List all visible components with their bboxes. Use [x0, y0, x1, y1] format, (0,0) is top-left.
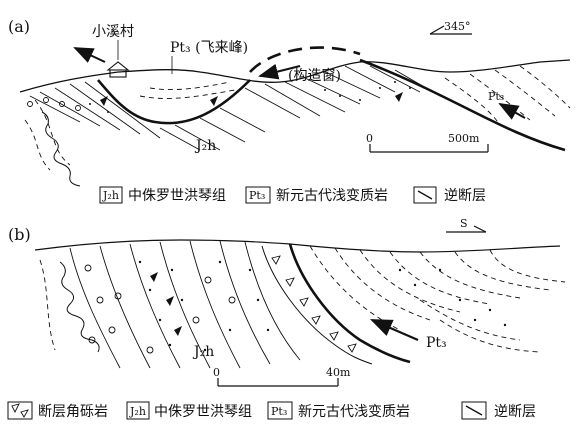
orientation-label-b: S	[460, 217, 468, 230]
thrust-teeth-a	[100, 92, 403, 106]
legend-b-fault-text: 逆断层	[494, 404, 536, 420]
thrust-teeth-b	[150, 272, 182, 336]
conglomerate-circles-b	[84, 264, 236, 354]
legend-b-breccia-icon	[7, 401, 33, 420]
pt3-label-b: Pt₃	[426, 335, 447, 351]
j2h-label-b: J₂h	[192, 344, 214, 360]
conglomerate-circles-a	[27, 97, 81, 111]
motion-arrow-fault-a	[498, 103, 526, 120]
scale-a-start: 0	[366, 132, 373, 145]
breccia-zone-boundary	[261, 245, 373, 365]
legend-a-j2h-text: 中侏罗世洪琴组	[128, 188, 226, 204]
pt3-klippe-label: Pt₃ (飞来峰)	[170, 40, 248, 56]
sandstone-dots-b	[138, 260, 507, 352]
legend-a-j2h-code: J₂h	[102, 189, 119, 202]
scale-b-start: 0	[213, 366, 220, 379]
scale-bar-a: 0 500m	[366, 132, 489, 153]
topographic-surface-b	[34, 239, 561, 253]
legend-b-pt3-text: 新元古代浅变质岩	[298, 404, 410, 420]
legend-b-j2h-code: J₂h	[129, 405, 146, 418]
unconformity-wavy-a	[41, 111, 81, 187]
breccia-triangles-b	[271, 255, 357, 353]
topographic-surface-a	[19, 59, 571, 93]
legend-a: J₂h 中侏罗世洪琴组 Pt₃ 新元古代浅变质岩 逆断层	[99, 186, 486, 204]
orientation-label-a: 345°	[444, 20, 471, 33]
village-house-icon	[106, 61, 130, 78]
scale-b-end: 40m	[326, 366, 351, 379]
scale-bar-b: 0 40m	[213, 366, 351, 387]
legend-b-breccia-text: 断层角砾岩	[38, 404, 108, 420]
legend-a-fault-text: 逆断层	[444, 188, 486, 204]
sandstone-dots-a	[89, 81, 411, 113]
panel-b: (b) S	[8, 217, 566, 387]
legend-b-j2h-text: 中侏罗世洪琴组	[154, 404, 252, 420]
j2h-label-a: J₂h	[194, 138, 216, 154]
pt3-label-a: Pt₃	[488, 90, 504, 103]
legend-a-fault-icon	[413, 186, 437, 204]
bedding-lines-a	[29, 65, 441, 151]
bedding-lines-b	[69, 240, 301, 369]
klippe-boundary	[97, 79, 251, 125]
panel-b-label: (b)	[8, 225, 31, 244]
main-thrust-fault-b	[288, 243, 411, 364]
legend-b: 断层角砾岩 J₂h 中侏罗世洪琴组 Pt₃ 新元古代浅变质岩 逆断层	[7, 401, 536, 420]
motion-arrow-left-a	[73, 47, 106, 63]
legend-a-pt3-code: Pt₃	[249, 189, 265, 202]
main-thrust-fault-a	[359, 58, 566, 152]
foliation-dashes-a	[24, 65, 571, 171]
panel-a-label: (a)	[8, 17, 30, 36]
motion-arrow-b	[369, 318, 419, 342]
village-label: 小溪村	[92, 24, 134, 40]
orientation-indicator-a: 345°	[429, 20, 472, 35]
orientation-indicator-b: S	[446, 217, 487, 233]
scale-a-end: 500m	[448, 132, 480, 145]
legend-b-fault-icon	[461, 401, 487, 420]
motion-arrow-right-a	[258, 63, 301, 80]
legend-b-pt3-code: Pt₃	[271, 405, 287, 418]
tectonic-window-label: (构造窗)	[288, 67, 341, 84]
panel-a: (a) 345°	[8, 17, 571, 187]
legend-a-pt3-text: 新元古代浅变质岩	[276, 188, 388, 204]
unconformity-wavy-b	[59, 261, 100, 353]
tectonic-window-arc	[249, 46, 361, 73]
